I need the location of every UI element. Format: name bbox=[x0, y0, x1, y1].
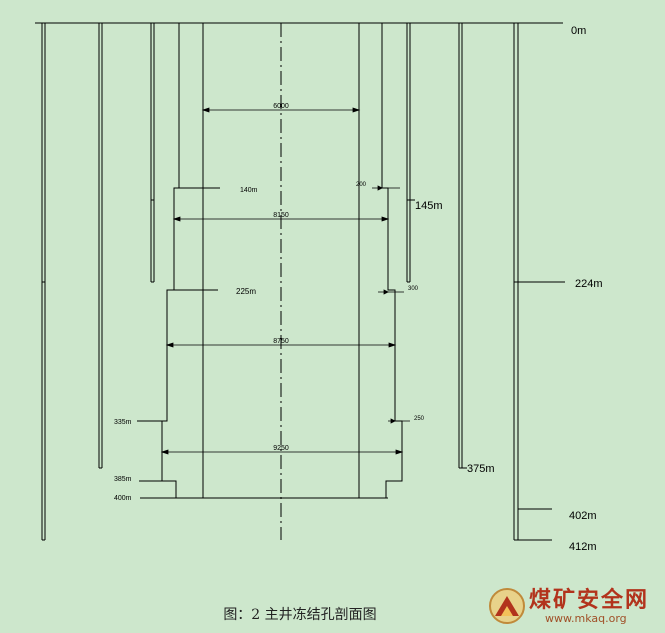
dim-200: 200 bbox=[356, 182, 367, 188]
level-385m: 385m bbox=[114, 476, 132, 483]
dim-250: 250 bbox=[414, 416, 425, 422]
dim-8150: 8150 bbox=[273, 212, 289, 219]
depth-224m: 224m bbox=[575, 278, 603, 290]
watermark-brand: 煤矿安全网 bbox=[529, 587, 650, 613]
mine-logo-icon bbox=[489, 588, 525, 624]
level-400m: 400m bbox=[114, 495, 132, 502]
figure-caption: 图：2 主井冻结孔剖面图 bbox=[223, 607, 377, 623]
level-140m: 140m bbox=[240, 187, 258, 194]
watermark-url: www.mkaq.org bbox=[545, 612, 627, 625]
dim-8750: 8750 bbox=[273, 338, 289, 345]
watermark-logo: 煤矿安全网 www.mkaq.org bbox=[487, 582, 659, 630]
depth-402m: 402m bbox=[569, 510, 597, 522]
shaft-outer-profile-left bbox=[161, 23, 180, 498]
level-335m: 335m bbox=[114, 419, 132, 426]
depth-412m: 412m bbox=[569, 541, 597, 553]
dim-6000: 6000 bbox=[273, 103, 289, 110]
shaft-outer-profile-right bbox=[381, 23, 403, 498]
depth-375m: 375m bbox=[467, 463, 495, 475]
dim-300: 300 bbox=[408, 286, 419, 292]
dim-9250: 9250 bbox=[273, 445, 289, 452]
depth-145m: 145m bbox=[415, 200, 443, 212]
depth-0m: 0m bbox=[571, 25, 586, 37]
level-225m: 225m bbox=[236, 287, 256, 296]
